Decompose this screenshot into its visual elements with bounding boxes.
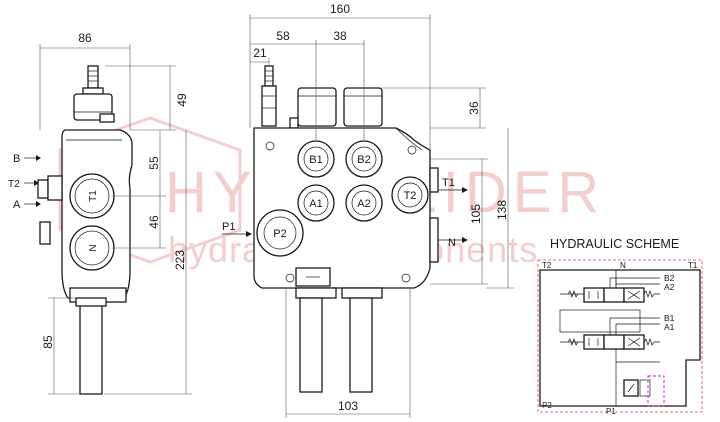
dim-86: 86 — [78, 31, 92, 45]
front-port-b1: B1 — [309, 154, 322, 166]
dim-160: 160 — [330, 2, 350, 16]
front-port-a2: A2 — [357, 198, 370, 210]
side-label-a: A — [13, 199, 21, 211]
side-port-n: N — [88, 244, 99, 251]
scheme-label-a2: A2 — [664, 282, 675, 292]
dim-105: 105 — [469, 204, 483, 224]
dim-21: 21 — [253, 46, 267, 60]
dim-85: 85 — [41, 335, 55, 349]
scheme-label-p1: P1 — [606, 407, 616, 416]
dim-36: 36 — [467, 101, 481, 115]
scheme-label-n: N — [620, 261, 626, 270]
front-label-p1: P1 — [222, 221, 235, 233]
scheme-label-p2: P2 — [542, 401, 552, 410]
side-port-t1: T1 — [88, 190, 99, 202]
watermark-hexagon — [58, 116, 242, 264]
front-port-t2: T2 — [404, 190, 417, 202]
scheme-label-t2: T2 — [542, 261, 552, 270]
scheme-label-b2: B2 — [664, 273, 675, 283]
dim-46: 46 — [147, 215, 161, 229]
scheme-title: HYDRAULIC SCHEME — [550, 237, 679, 251]
dim-58: 58 — [276, 29, 290, 43]
side-view: T1 N B T2 A 86 49 55 46 223 — [8, 31, 192, 395]
dim-223: 223 — [173, 250, 187, 270]
hydraulic-scheme: HYDRAULIC SCHEME T2 N T1 B2 A2 B1 — [537, 237, 703, 416]
front-port-b2: B2 — [357, 154, 370, 166]
dim-49: 49 — [175, 93, 189, 107]
scheme-label-b1: B1 — [664, 313, 675, 323]
side-label-t2: T2 — [8, 179, 20, 190]
front-label-t1: T1 — [442, 177, 455, 189]
front-view: B1 B2 A1 A2 T2 P2 P1 T1 N 160 58 38 — [222, 2, 514, 418]
dim-55: 55 — [147, 156, 161, 170]
front-port-a1: A1 — [309, 198, 322, 210]
dim-103: 103 — [338, 399, 358, 413]
scheme-label-a1: A1 — [664, 322, 675, 332]
front-label-n: N — [448, 237, 456, 249]
side-label-b: B — [13, 153, 20, 165]
scheme-label-t1: T1 — [688, 261, 698, 270]
dim-138: 138 — [495, 200, 509, 220]
dim-38: 38 — [333, 29, 347, 43]
front-port-p2: P2 — [273, 228, 286, 240]
